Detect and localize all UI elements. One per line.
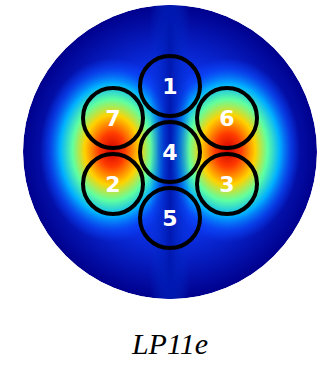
callout-number: 1 (136, 74, 204, 99)
fiber-core-circle: 5 (136, 184, 204, 252)
fiber-core-circle: 7 (79, 84, 147, 152)
fiber-core-circle: 1 (136, 52, 204, 120)
callout-number: 4 (136, 140, 204, 165)
callout-number: 5 (136, 206, 204, 231)
fiber-core-circle: 2 (79, 150, 147, 218)
mode-caption: LP11e (132, 327, 208, 361)
fiber-core-circle: 6 (193, 84, 261, 152)
callout-number: 2 (79, 172, 147, 197)
callout-number: 7 (79, 106, 147, 131)
fiber-core-circle: 3 (193, 150, 261, 218)
callout-number: 3 (193, 172, 261, 197)
fiber-core-circle: 4 (136, 118, 204, 186)
callout-number: 6 (193, 106, 261, 131)
